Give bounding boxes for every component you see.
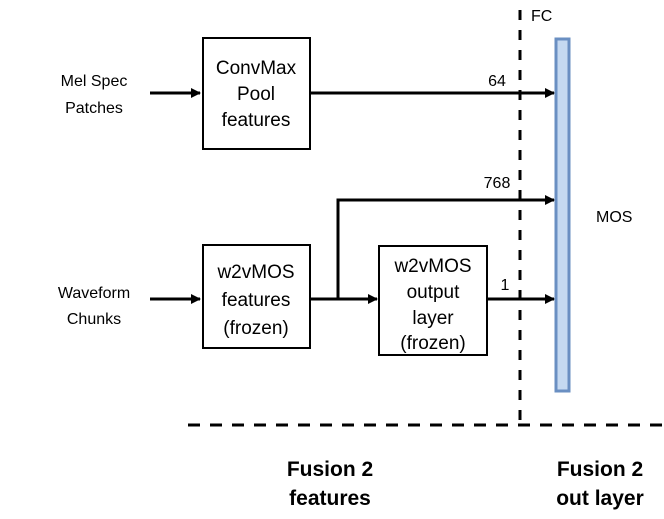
convmax-pool-box: [202, 37, 311, 150]
waveform-label-line1: Waveform: [58, 285, 130, 302]
w2vmos-features-box: [202, 244, 311, 349]
convmax-box-line2: Pool: [237, 84, 275, 105]
convmax-box-line3: features: [222, 110, 291, 131]
w2v-output-line4: (frozen): [400, 333, 465, 354]
w2v-output-line3: layer: [412, 308, 454, 329]
fusion-features-label-line1: Fusion 2: [287, 458, 373, 481]
edge-label-64: 64: [488, 73, 506, 90]
mel-spec-label-line1: Mel Spec: [61, 73, 128, 90]
convmax-box-line1: ConvMax: [216, 58, 297, 79]
fusion-out-label-line2: out layer: [556, 487, 644, 510]
w2v-output-line1: w2vMOS: [393, 256, 471, 277]
edge-label-768: 768: [484, 175, 511, 192]
w2v-output-line2: output: [407, 282, 461, 303]
waveform-label-line2: Chunks: [67, 311, 121, 328]
edge-label-1: 1: [501, 277, 510, 294]
mel-spec-label-line2: Patches: [65, 100, 123, 117]
w2v-features-line2: features: [222, 290, 291, 311]
w2vmos-output-layer-box: [378, 245, 488, 356]
w2v-features-line1: w2vMOS: [216, 262, 294, 283]
fusion-out-label-line1: Fusion 2: [557, 458, 643, 481]
w2v-features-line3: (frozen): [223, 318, 288, 339]
fc-label: FC: [531, 8, 552, 25]
mos-label: MOS: [596, 209, 632, 226]
fc-bar: [554, 37, 571, 393]
features-to-fc-arrow: [336, 195, 555, 299]
fusion-features-label-line2: features: [289, 487, 371, 510]
